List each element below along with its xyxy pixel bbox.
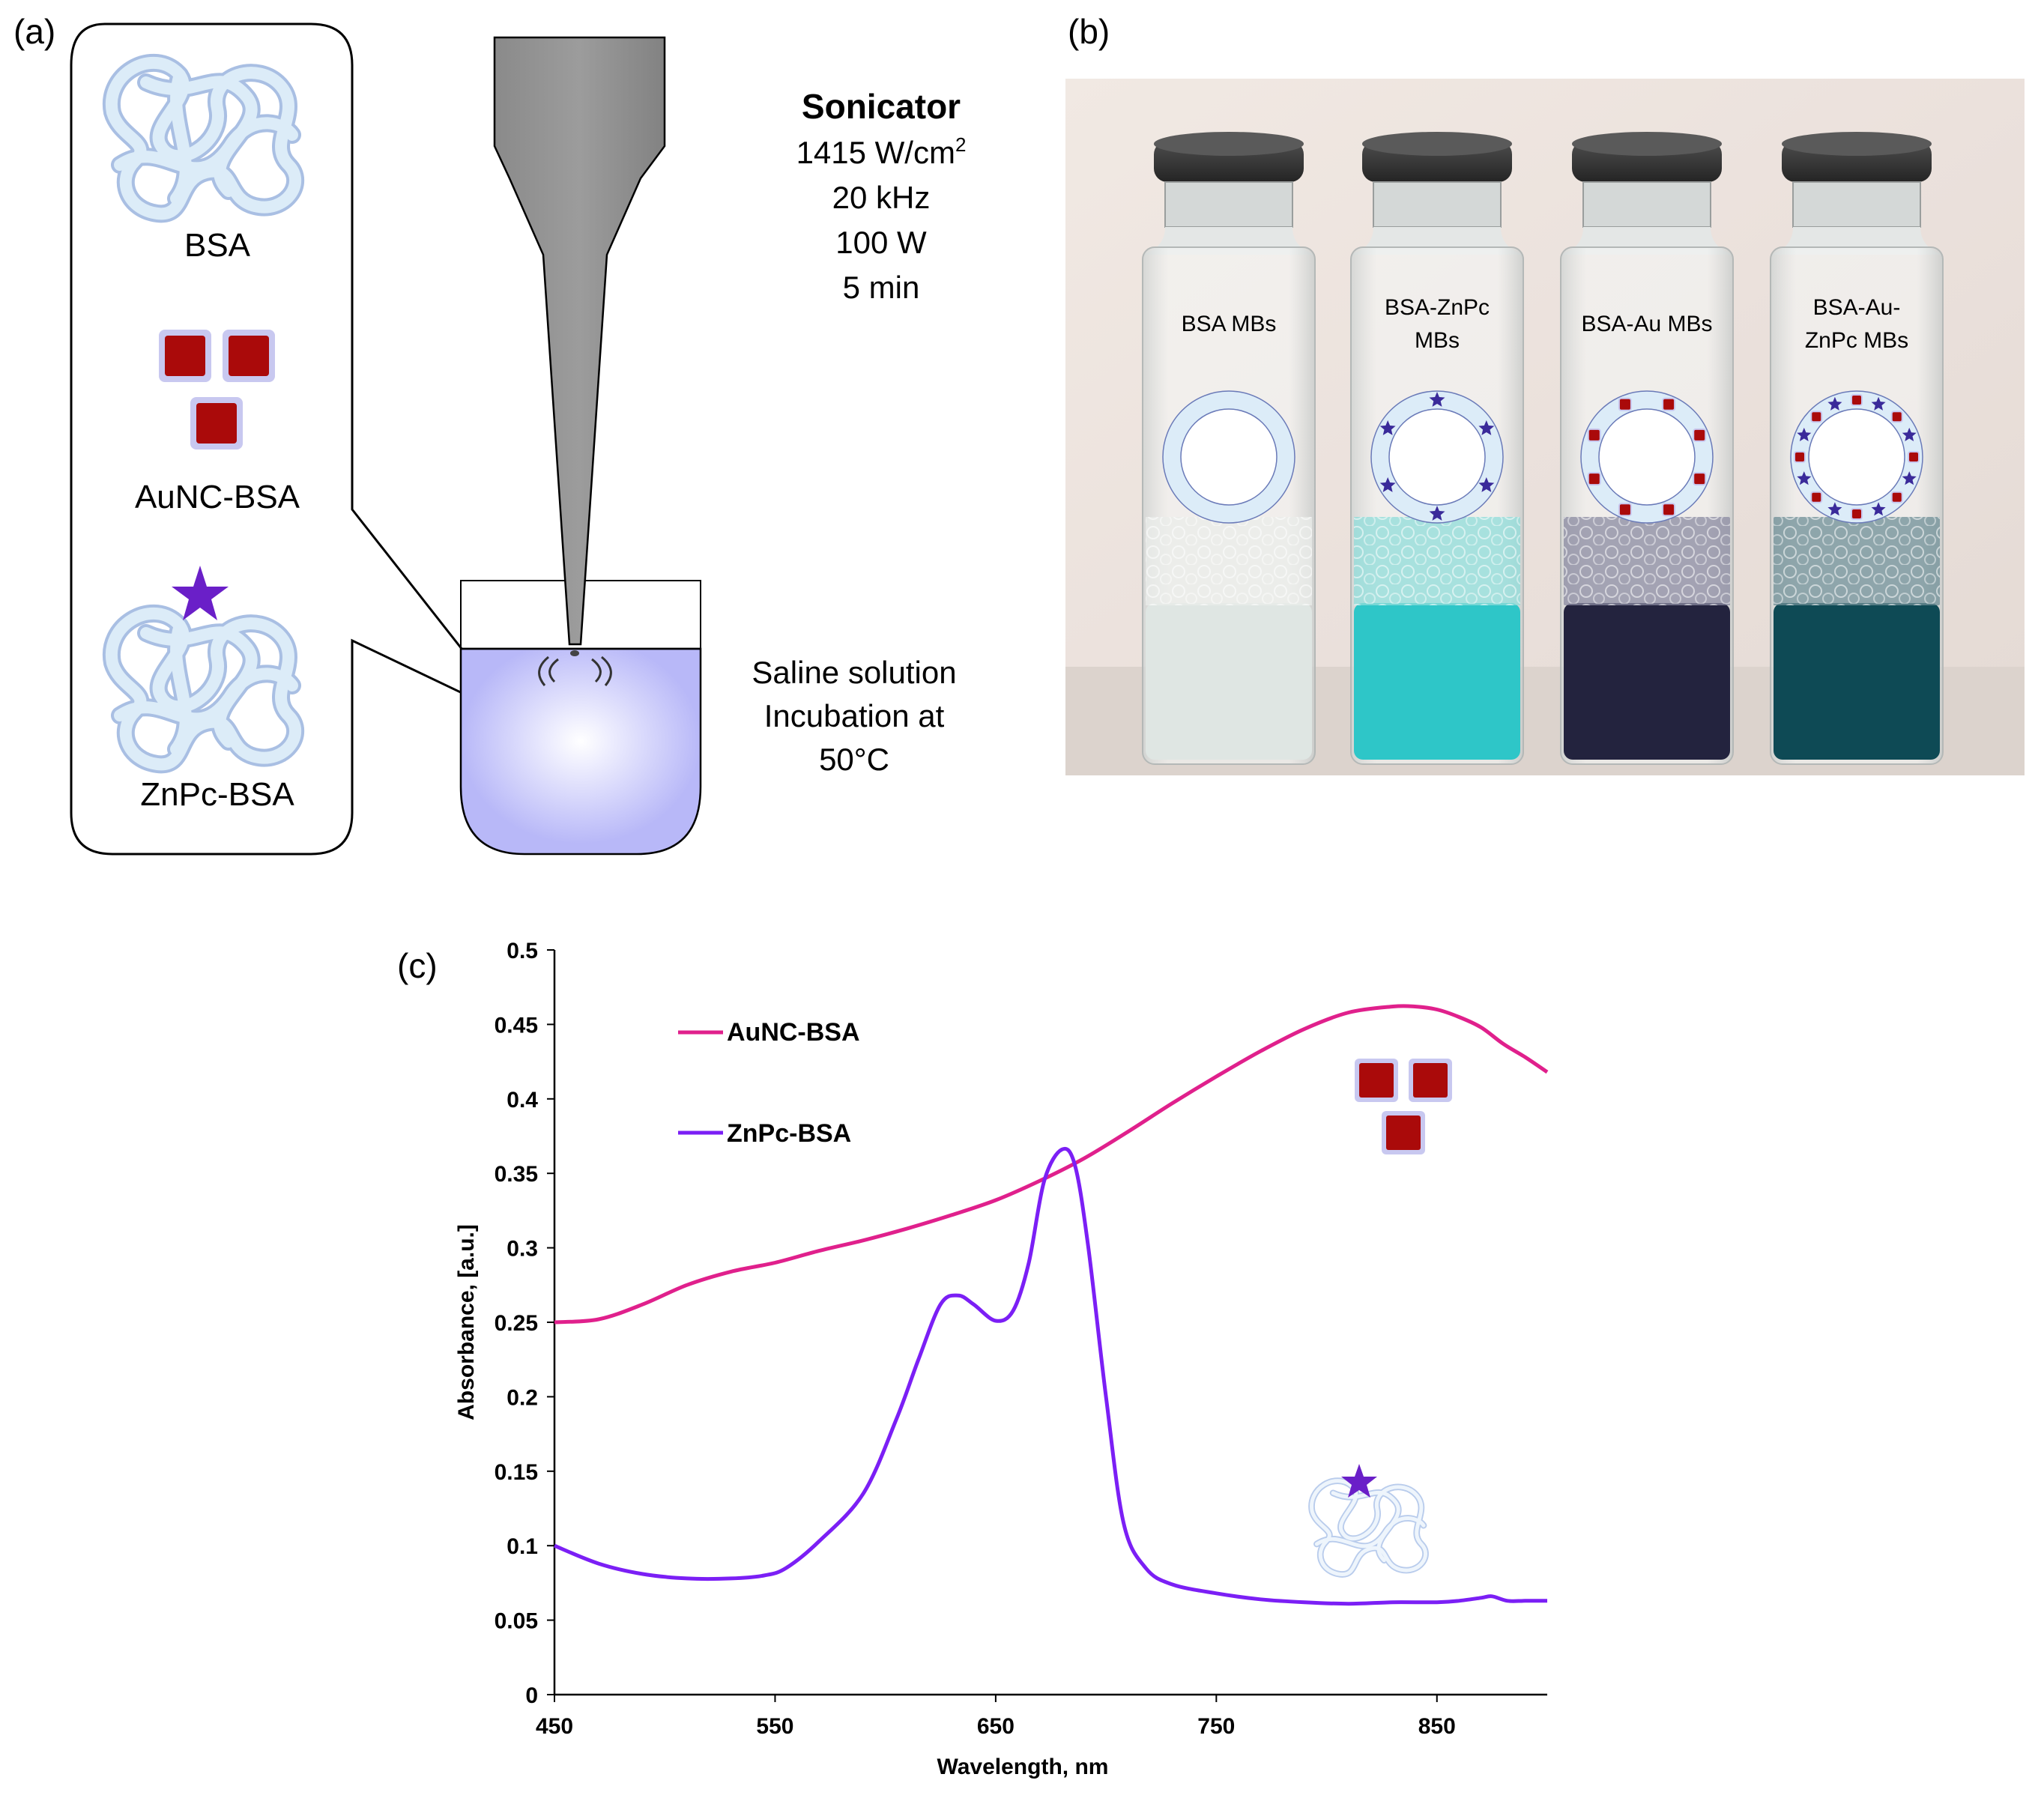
znpc-star-icon bbox=[1797, 471, 1812, 485]
y-tick-label: 0.05 bbox=[495, 1609, 538, 1634]
x-tick-label: 750 bbox=[1197, 1714, 1235, 1739]
gold-square-icon bbox=[1851, 394, 1863, 406]
sonicator-time: 5 min bbox=[843, 270, 920, 305]
beaker bbox=[459, 580, 702, 856]
panel-b-label: (b) bbox=[1068, 12, 1110, 51]
solution-line-2: Incubation at bbox=[764, 698, 945, 733]
y-tick-label: 0.45 bbox=[495, 1013, 538, 1038]
legend-label-aunc-bsa: AuNC-BSA bbox=[727, 1018, 860, 1047]
y-tick-label: 0.1 bbox=[507, 1534, 538, 1559]
x-axis-title: Wavelength, nm bbox=[937, 1755, 1109, 1779]
znpc-star-icon bbox=[1871, 502, 1886, 516]
znpc-star-icon bbox=[1871, 396, 1886, 411]
znpc-star-icon bbox=[1827, 502, 1842, 516]
vial-liquid bbox=[1354, 603, 1520, 760]
y-tick-label: 0.4 bbox=[507, 1088, 538, 1113]
solution-line-3: 50°C bbox=[819, 742, 889, 777]
y-tick-label: 0.35 bbox=[495, 1162, 538, 1187]
gold-square-icon bbox=[1810, 491, 1823, 503]
znpc-star-icon bbox=[1379, 477, 1396, 492]
panel-c-label: (c) bbox=[397, 946, 438, 985]
panel-a: (a) BSA AuNC-BSA ZnPc-BSA Sonicator 1415… bbox=[13, 12, 967, 856]
znpc-star-icon bbox=[1902, 427, 1917, 441]
znpc-star-icon bbox=[1429, 392, 1445, 407]
vial-3: BSA-Au MBs bbox=[1560, 132, 1734, 765]
sound-wave-icon bbox=[538, 656, 612, 686]
plot-gold-nanocluster-icon bbox=[1355, 1059, 1452, 1154]
y-tick-label: 0.25 bbox=[495, 1311, 538, 1336]
y-axis-title: Absorbance, [a.u.] bbox=[454, 1224, 479, 1420]
y-tick-label: 0.2 bbox=[507, 1385, 538, 1410]
solution-line-1: Saline solution bbox=[752, 655, 956, 690]
znpc-star-icon bbox=[1478, 477, 1495, 492]
vial-label: BSA-ZnPc bbox=[1385, 295, 1490, 320]
znpc-star-icon bbox=[1429, 506, 1445, 521]
legend-label-znpc-bsa: ZnPc-BSA bbox=[727, 1119, 851, 1148]
x-tick-label: 850 bbox=[1418, 1714, 1456, 1739]
panel-a-label: (a) bbox=[13, 12, 55, 51]
sonicator-horn bbox=[493, 36, 666, 646]
gold-square-icon bbox=[1693, 428, 1707, 442]
y-tick-label: 0.5 bbox=[507, 939, 538, 963]
gold-square-icon bbox=[1662, 503, 1676, 517]
gold-square-icon bbox=[1618, 503, 1632, 517]
vial-1: BSA MBs bbox=[1142, 132, 1316, 765]
sonicator-title: Sonicator bbox=[802, 87, 961, 126]
znpc-star-icon bbox=[1827, 396, 1842, 411]
znpc-star-icon bbox=[1797, 427, 1812, 441]
vial-liquid bbox=[1564, 603, 1730, 760]
gold-square-icon bbox=[1693, 472, 1707, 486]
sonicator-frequency: 20 kHz bbox=[832, 180, 931, 215]
znpc-star-icon bbox=[1478, 420, 1495, 435]
sonicator-intensity: 1415 W/cm2 bbox=[796, 133, 967, 170]
panel-c: (c) Absorbance, [a.u.] Wavelength, nm 0 0… bbox=[397, 939, 1549, 1779]
gold-square-icon bbox=[1890, 411, 1903, 423]
aunc-bsa-label: AuNC-BSA bbox=[135, 479, 300, 515]
y-tick-label: 0.15 bbox=[495, 1460, 538, 1485]
gold-square-icon bbox=[1662, 397, 1676, 411]
vial-liquid bbox=[1774, 603, 1940, 760]
gold-square-icon bbox=[1851, 508, 1863, 520]
gold-square-icon bbox=[1794, 451, 1806, 463]
vial-4: BSA-Au- ZnPc MBs bbox=[1770, 132, 1944, 765]
gold-square-icon bbox=[1618, 397, 1632, 411]
gold-square-icon bbox=[1587, 428, 1601, 442]
gold-square-icon bbox=[1908, 451, 1920, 463]
gold-square-icon bbox=[1587, 472, 1601, 486]
plot-znpc-protein-icon bbox=[1308, 1477, 1429, 1578]
vial-label: BSA MBs bbox=[1182, 312, 1277, 336]
znpc-bsa-label: ZnPc-BSA bbox=[140, 776, 294, 813]
znpc-star-icon bbox=[172, 566, 229, 620]
y-tick-label: 0.3 bbox=[507, 1237, 538, 1262]
x-tick-label: 450 bbox=[536, 1714, 573, 1739]
series-line-aunc-bsa bbox=[554, 1004, 1549, 1325]
series-line-znpc-bsa bbox=[554, 1146, 1547, 1606]
x-tick-label: 550 bbox=[756, 1714, 793, 1739]
vial-label: BSA-Au MBs bbox=[1581, 312, 1712, 336]
y-tick-label: 0 bbox=[525, 1683, 538, 1708]
znpc-star-icon bbox=[1902, 471, 1917, 485]
gold-square-icon bbox=[1810, 411, 1823, 423]
plot-star-icon bbox=[1341, 1464, 1377, 1498]
vial-liquid bbox=[1146, 603, 1312, 760]
gold-square-icon bbox=[1890, 491, 1903, 503]
vial-label: BSA-Au- bbox=[1813, 295, 1901, 320]
x-tick-label: 650 bbox=[977, 1714, 1015, 1739]
vial-label-line-2: MBs bbox=[1415, 328, 1460, 353]
znpc-star-icon bbox=[1379, 420, 1396, 435]
sonicator-power: 100 W bbox=[835, 225, 927, 260]
plot-series bbox=[554, 1004, 1549, 1606]
vial-label-line-2: ZnPc MBs bbox=[1805, 328, 1908, 353]
bsa-label: BSA bbox=[184, 227, 251, 264]
legend: AuNC-BSA ZnPc-BSA bbox=[678, 1018, 860, 1148]
